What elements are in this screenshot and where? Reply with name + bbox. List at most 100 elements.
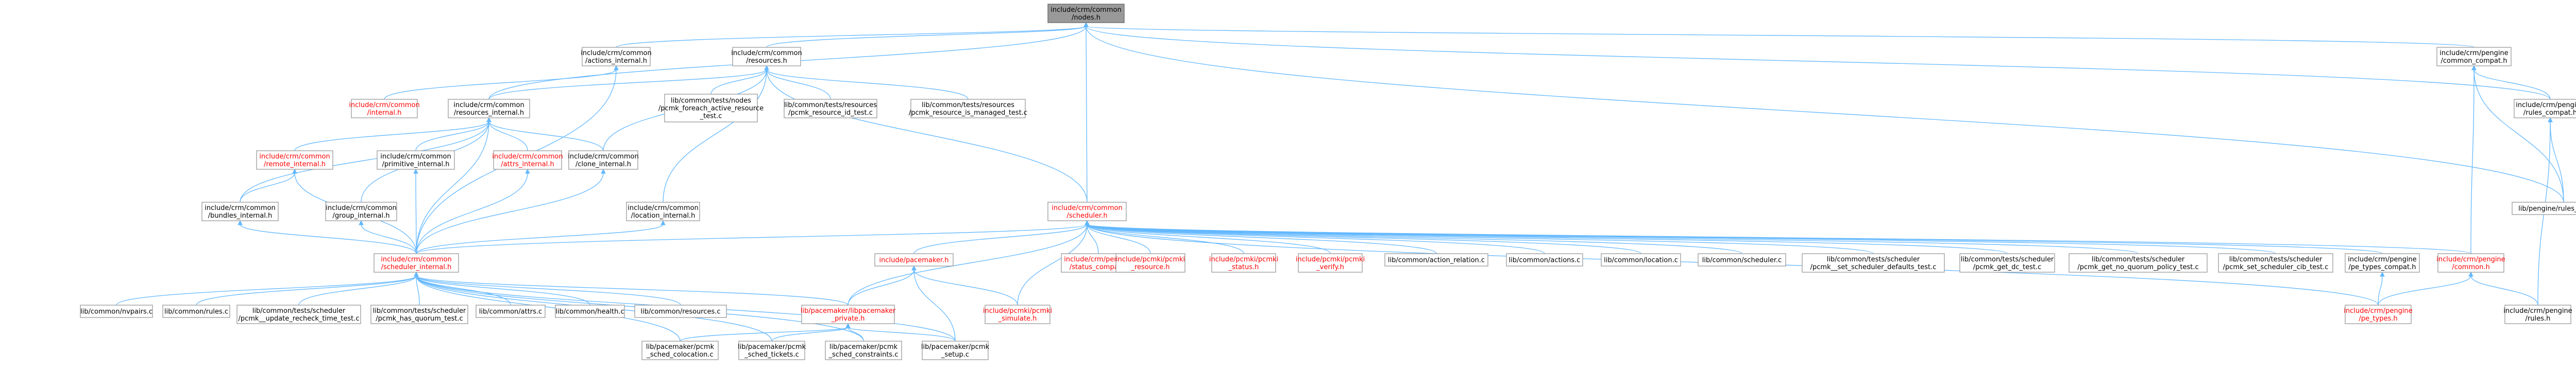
edge-attrs_internal_h-to-resources_internal_h [488,121,528,151]
node-set-defaults-test[interactable]: lib/common/tests/scheduler/pcmk__set_sch… [1802,253,1945,273]
edge-scheduler_c-to-scheduler_h [1087,224,1742,254]
edge-scheduler_h-to-resources_h [766,69,1088,203]
node-simulate-h[interactable]: include/pcmki/pcmki_simulate.h [983,305,1052,324]
node-no-quorum-test[interactable]: lib/common/tests/scheduler/pcmk_get_no_q… [2069,253,2208,273]
edge-health_c-to-scheduler_internal_h [416,275,590,306]
node-clone-internal-h[interactable]: include/crm/common/clone_internal.h [568,150,639,170]
node-label-line: lib/common/scheduler.c [1702,257,1782,264]
node-nodes-h[interactable]: include/crm/common/nodes.h [1047,4,1125,23]
node-group-internal-h[interactable]: include/crm/common/group_internal.h [325,202,397,221]
node-sched-tickets-c[interactable]: lib/pacemaker/pcmk_sched_tickets.c [738,341,806,360]
node-location-internal-h[interactable]: include/crm/common/location_internal.h [626,202,700,221]
node-rules-compat-h[interactable]: include/crm/pengine/rules_compat.h [2514,99,2576,118]
arrowhead-scheduler_internal_h-to-attrs_internal_h [525,168,530,174]
node-label-line: include/crm/pengine [2503,307,2572,315]
node-box [2345,305,2412,324]
node-setup-c[interactable]: lib/pacemaker/pcmk_setup.c [921,341,990,360]
edge-pcmki_status_h-to-scheduler_h [1087,224,1244,254]
node-label-line: include/crm/common [205,204,275,212]
node-action-relation-c[interactable]: lib/common/action_relation.c [1384,253,1488,267]
node-pe-types-compat-h[interactable]: include/crm/pengine/pe_types_compat.h [2345,253,2420,273]
edge-simulate_h-to-pacemaker_h [913,269,1018,306]
node-label-line: include/crm/pengine [1064,256,1132,263]
node-label-line: /common.h [2452,263,2489,271]
node-health-c[interactable]: lib/common/health.c [555,305,625,318]
edge-rules_c-to-scheduler_internal_h [196,275,417,306]
node-pcmki-resource-h[interactable]: include/pcmki/pcmki_resource.h [1115,253,1185,273]
node-attrs-internal-h[interactable]: include/crm/common/attrs_internal.h [492,150,563,170]
node-label-line: _sched_colocation.c [646,351,713,359]
node-get-dc-test[interactable]: lib/common/tests/scheduler/pcmk_get_dc_t… [1959,253,2055,273]
edge-setup_c-to-pacemaker_h [913,269,956,342]
node-scheduler-h[interactable]: include/crm/common/scheduler.h [1047,202,1127,221]
node-resources-c[interactable]: lib/common/resources.c [634,305,727,318]
node-pengine-common-h[interactable]: include/crm/pengine/common.h [2436,253,2505,273]
node-pacemaker-h[interactable]: include/pacemaker.h [874,253,954,267]
node-sched-colocation-c[interactable]: lib/pacemaker/pcmk_sched_colocation.c [641,341,719,360]
node-label-line: lib/common/tests/scheduler [1827,256,1920,263]
node-pengine-rules-h[interactable]: include/crm/pengine/rules.h [2503,305,2572,324]
node-box [985,305,1050,324]
node-scheduler-c[interactable]: lib/common/scheduler.c [1698,253,1786,267]
node-actions-c[interactable]: lib/common/actions.c [1506,253,1583,267]
node-internal-h[interactable]: include/crm/common/internal.h [349,99,420,118]
node-foreach-active-test[interactable]: lib/common/tests/nodes/pcmk_foreach_acti… [658,94,764,122]
node-label-line: /rules.h [2526,315,2551,323]
node-label-line: include/crm/common [628,204,698,212]
node-sched-constraints-c[interactable]: lib/pacemaker/pcmk_sched_constraints.c [825,341,902,360]
node-resource-managed-test[interactable]: lib/common/tests/resources/pcmk_resource… [909,99,1027,118]
node-box [448,99,530,118]
node-resource-id-test[interactable]: lib/common/tests/resources/pcmk_resource… [784,99,877,118]
edge-scheduler_internal_h-to-clone_internal_h [416,172,604,254]
arrowhead-scheduler_internal_h-to-remote_internal_h [292,168,297,174]
edge-bundles_internal_h-to-resources_internal_h [240,121,489,203]
node-resources-internal-h[interactable]: include/crm/common/resources_internal.h [448,99,530,118]
node-set-cib-test[interactable]: lib/common/tests/scheduler/pcmk_set_sche… [2218,253,2333,273]
node-actions-internal-h[interactable]: include/crm/common/actions_internal.h [581,47,652,66]
arrowhead-scheduler_internal_h-to-resources_internal_h [486,117,492,122]
node-resources-h[interactable]: include/crm/common/resources.h [731,47,802,66]
edge-scheduler_internal_h-to-scheduler_h [416,224,1088,254]
node-box [476,305,546,318]
node-nvpairs-c[interactable]: lib/common/nvpairs.c [80,305,153,318]
edge-scheduler_internal_h-to-group_internal_h [361,224,417,254]
node-label-line: /attrs_internal.h [501,161,554,168]
arrowhead-pengine_rules_h-to-rules_compat_h [2548,117,2553,122]
node-box [1298,253,1363,273]
node-bundles-internal-h[interactable]: include/crm/common/bundles_internal.h [201,202,279,221]
node-rules-c[interactable]: lib/common/rules.c [162,305,230,318]
node-scheduler-internal-h[interactable]: include/crm/common/scheduler_internal.h [374,253,459,273]
arrowhead-scheduler_internal_h-to-group_internal_h [359,220,364,225]
node-label-line: lib/common/resources.c [640,308,720,316]
node-location-c[interactable]: lib/common/location.c [1601,253,1681,267]
node-attrs-c[interactable]: lib/common/attrs.c [476,305,546,318]
node-label-line: include/crm/common [568,153,638,161]
node-pe-types-h[interactable]: include/crm/pengine/pe_types.h [2344,305,2413,324]
edge-pacemaker_h-to-scheduler_h [913,224,1088,254]
node-update-recheck-test[interactable]: lib/common/tests/scheduler/pcmk__update_… [236,305,361,324]
node-box [664,94,758,122]
edge-has_quorum_test-to-scheduler_internal_h [416,275,420,306]
node-label-line: lib/common/action_relation.c [1388,257,1485,264]
node-rules-compat-c[interactable]: lib/pengine/rules_compat.c [2512,202,2576,215]
node-sched-private-h[interactable]: lib/pacemaker/libpacemaker_private.h [801,305,896,324]
node-has-quorum-test[interactable]: lib/common/tests/scheduler/pcmk_has_quor… [370,305,468,324]
node-label-line: include/crm/common [259,153,330,161]
edges-layer [116,22,2564,342]
node-label-line: /status_compat.h [1070,263,1127,271]
node-box [2514,99,2576,118]
edge-location_internal_h-to-resources_h [663,69,767,203]
node-label-line: /pcmk_resource_id_test.c [788,109,873,117]
edge-pengine_common_h-to-compat_h [2470,69,2475,254]
edge-resources_h-to-nodes_h [766,26,1087,48]
node-pcmki-verify-h[interactable]: include/pcmki/pcmki_verify.h [1296,253,1365,273]
node-compat-h[interactable]: include/crm/pengine/common_compat.h [2436,47,2512,66]
node-box [80,305,153,318]
node-primitive-internal-h[interactable]: include/crm/common/primitive_internal.h [377,150,455,170]
node-pcmki-status-h[interactable]: include/pcmki/pcmki_status.h [1209,253,1278,273]
node-remote-internal-h[interactable]: include/crm/common/remote_internal.h [256,150,333,170]
edge-set_cib_test-to-scheduler_h [1087,224,2276,254]
node-label-line: include/crm/common [731,49,802,57]
node-box [2218,253,2333,273]
node-box [325,202,397,221]
